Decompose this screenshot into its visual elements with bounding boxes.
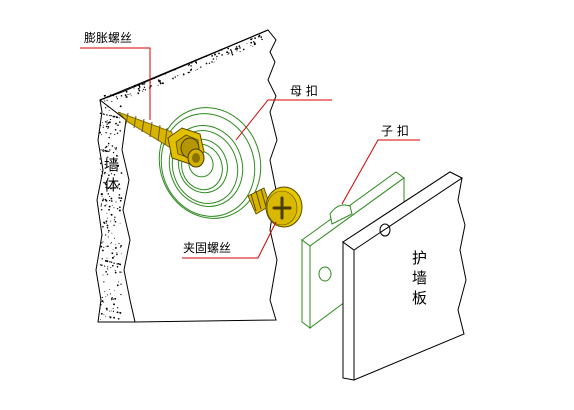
guard-board bbox=[342, 171, 467, 381]
leader-expansion-screw bbox=[80, 47, 151, 120]
label-guard-board-1: 护 bbox=[412, 249, 427, 267]
leader-lines bbox=[80, 47, 420, 259]
leader-female-buckle bbox=[235, 99, 332, 141]
label-male-buckle: 子 扣 bbox=[381, 124, 409, 138]
leader-male-buckle bbox=[341, 139, 420, 205]
wall-slab bbox=[95, 29, 278, 323]
clamp-screw bbox=[247, 186, 303, 228]
expansion-screw bbox=[117, 111, 205, 168]
label-wall-body-1: 墙 bbox=[104, 156, 119, 174]
wall-stipple bbox=[99, 34, 263, 321]
label-expansion-screw: 膨胀螺丝 bbox=[84, 31, 132, 45]
label-guard-board-2: 墙 bbox=[412, 269, 427, 287]
label-guard-board-3: 板 bbox=[412, 289, 427, 307]
label-female-buckle: 母 扣 bbox=[290, 84, 318, 98]
label-wall-body-2: 体 bbox=[104, 176, 119, 194]
label-clamp-screw: 夹固螺丝 bbox=[183, 241, 231, 255]
leader-clamp-screw bbox=[182, 221, 277, 259]
